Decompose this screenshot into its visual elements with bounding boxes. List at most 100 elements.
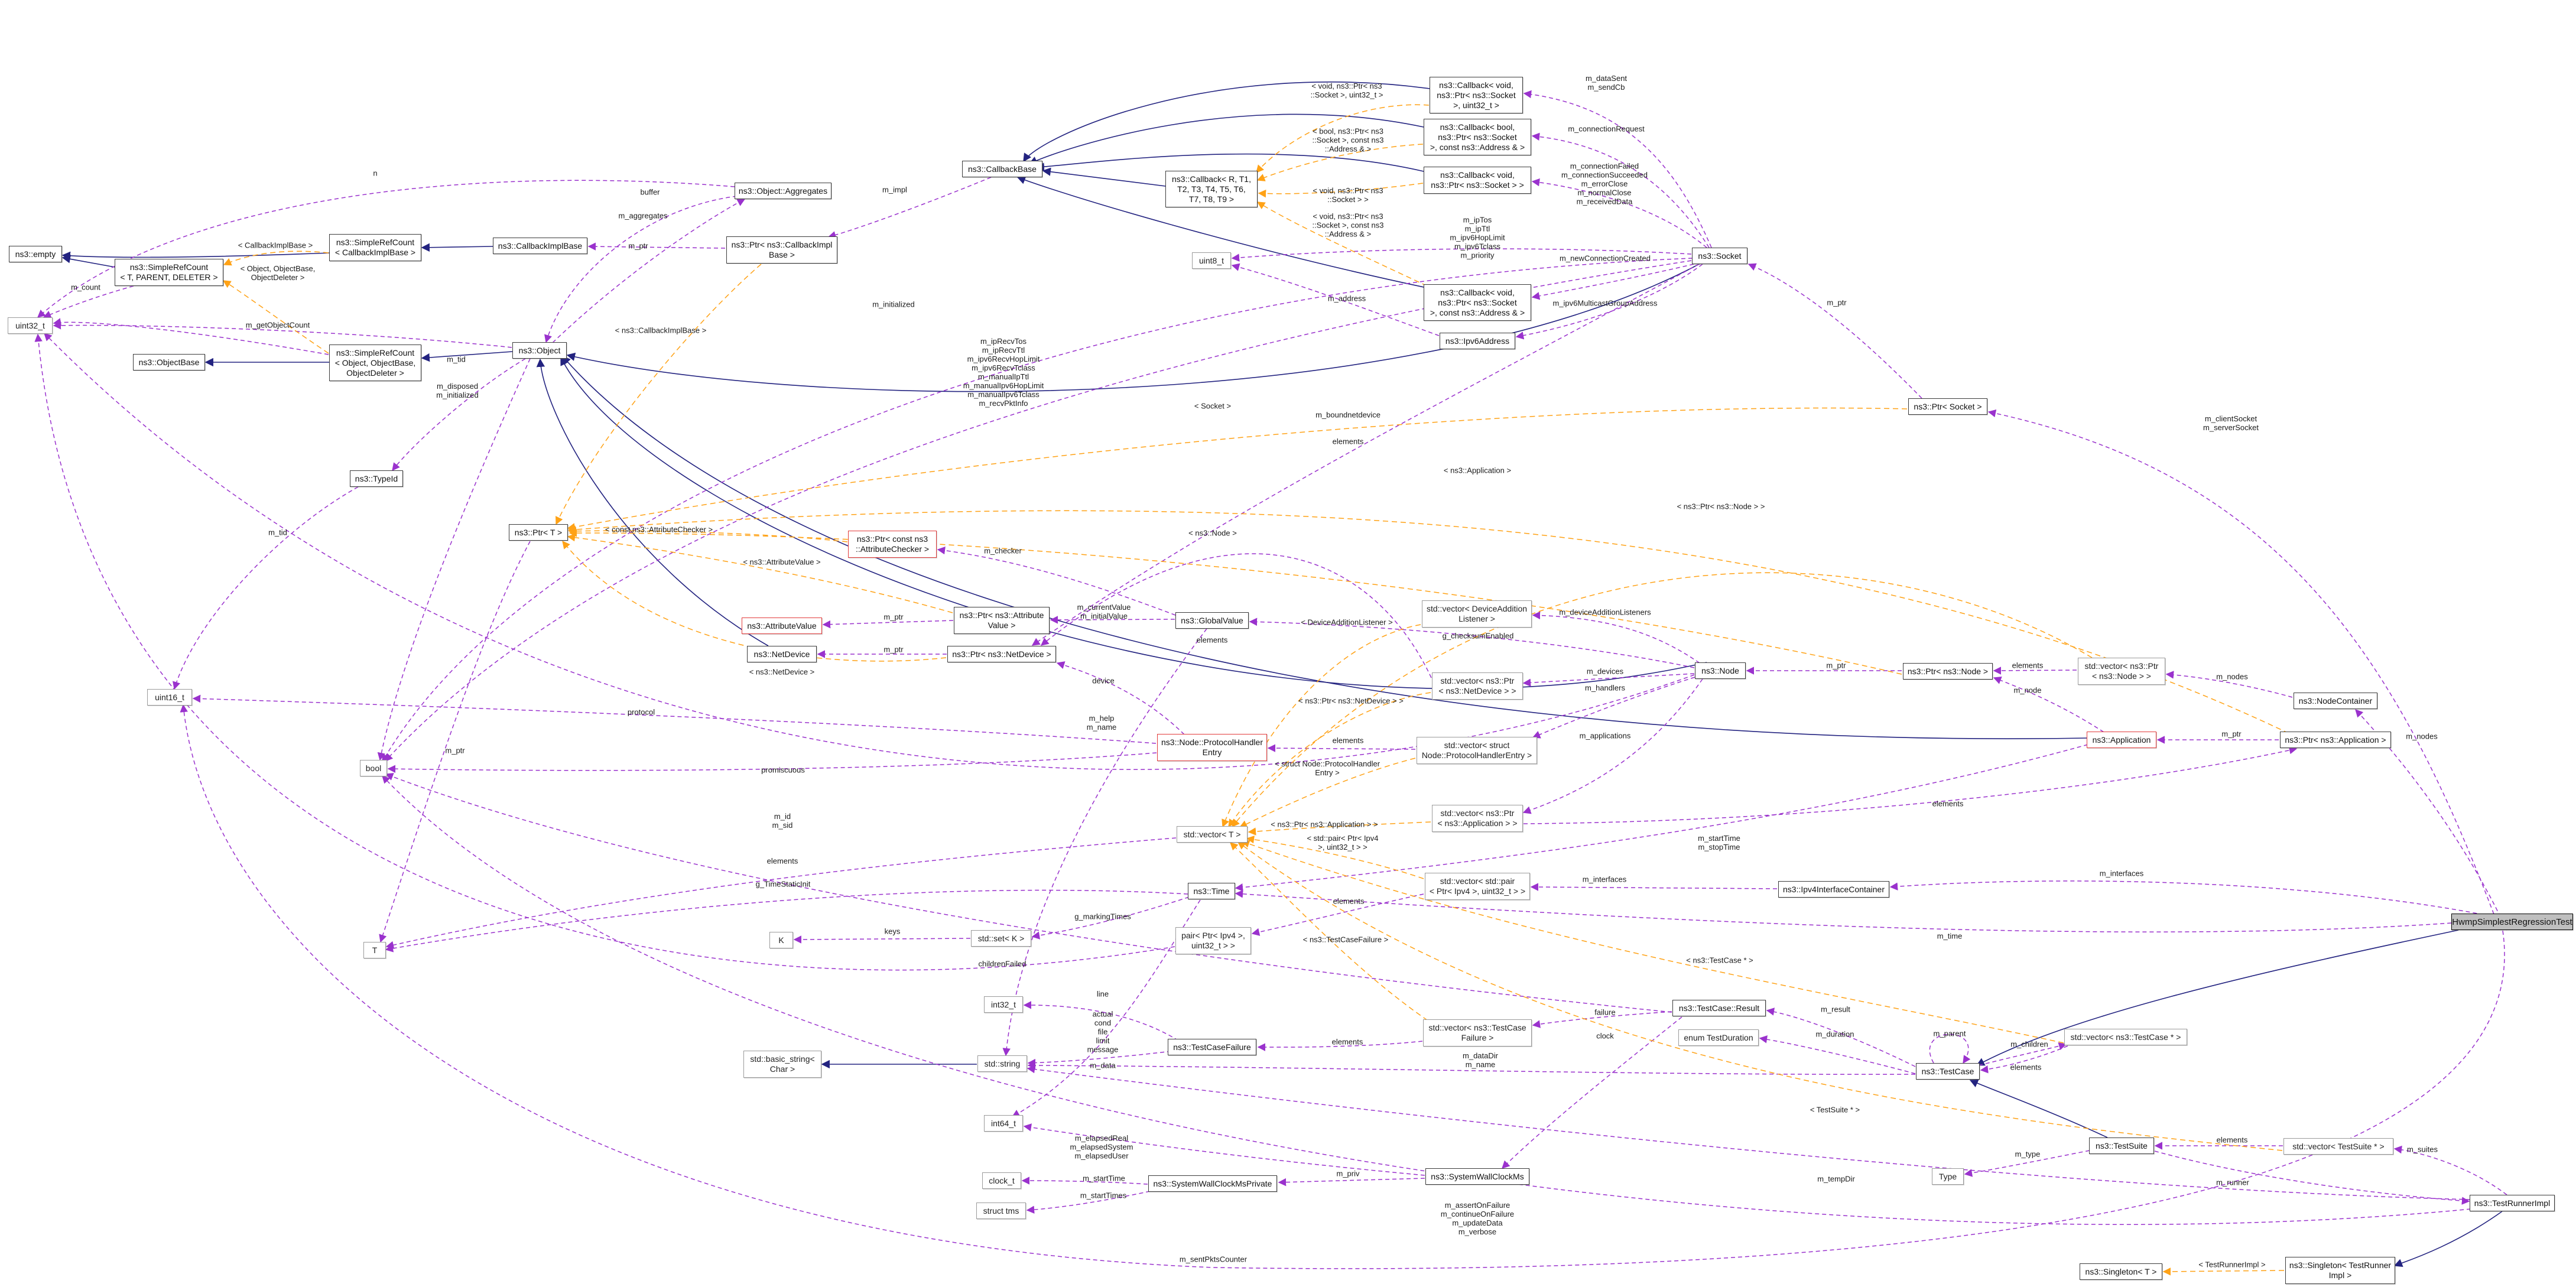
edge-usage-42 [1502,1016,1682,1169]
edge-usage-40 [1026,1191,1151,1214]
node-ptr-socket[interactable]: ns3::Ptr< Socket > [1908,398,1987,415]
node-objectbase[interactable]: ns3::ObjectBase [133,354,205,370]
node-int32-t[interactable]: int32_t [984,996,1023,1013]
node-uint8-t[interactable]: uint8_t [1192,252,1231,269]
node-netdevice[interactable]: ns3::NetDevice [747,646,817,662]
edge-usage-22 [43,285,134,318]
edge-usage-81 [1523,746,2298,824]
node-ipv6address[interactable]: ns3::Ipv6Address [1440,333,1515,349]
node-vec-ptr-nd[interactable]: std::vector< ns3::Ptr < ns3::NetDevice >… [1432,672,1523,700]
node-empty[interactable]: ns3::empty [9,246,62,262]
edge-template-117 [1246,836,1424,879]
edge-usage-87 [1531,264,1694,300]
edge-usage-83 [1747,263,1922,399]
node-uint16-t[interactable]: uint16_t [147,689,192,706]
node-result[interactable]: ns3::TestCase::Result [1672,1000,1766,1016]
edge-usage-48 [1978,1042,2067,1066]
node-uint32-t[interactable]: uint32_t [8,317,53,334]
node-pair-ipv4[interactable]: pair< Ptr< Ipv4 >, uint32_t > > [1175,927,1251,954]
edge-template-111 [567,510,2289,734]
edge-inheritance-17 [2393,1211,2503,1268]
node-attributevalue[interactable]: ns3::AttributeValue [742,618,822,634]
edge-template-104 [1256,202,1428,287]
node-vec-ptr-node[interactable]: std::vector< ns3::Ptr < ns3::Node > > [2078,658,2165,685]
node-swcm[interactable]: ns3::SystemWallClockMs [1425,1168,1529,1185]
node-application[interactable]: ns3::Application [2087,732,2156,748]
node-testcase[interactable]: ns3::TestCase [1916,1063,1980,1080]
edge-template-102 [1256,144,1424,181]
edge-usage-20 [552,199,746,343]
edge-usage-31 [385,773,1672,1013]
node-cb-void[interactable]: ns3::Callback< void, ns3::Ptr< ns3::Sock… [1424,167,1531,194]
node-hwmp[interactable]: HwmpSimplestRegressionTest [2451,914,2573,930]
node-testrunnerimpl[interactable]: ns3::TestRunnerImpl [2470,1195,2555,1211]
edge-usage-93 [1889,880,2484,915]
edge-usage-76 [1993,667,2077,675]
node-cb-r[interactable]: ns3::Callback< R, T1, T2, T3, T4, T5, T6… [1165,171,1258,207]
node-vec-ts[interactable]: std::vector< TestSuite * > [2283,1138,2393,1155]
node-cb-addr[interactable]: ns3::Callback< void, ns3::Ptr< ns3::Sock… [1424,284,1531,321]
node-vec-ptr-app[interactable]: std::vector< ns3::Ptr < ns3::Application… [1432,805,1523,832]
node-vec-phe[interactable]: std::vector< struct Node::ProtocolHandle… [1417,737,1537,764]
node-ptr-attrvalue[interactable]: ns3::Ptr< ns3::Attribute Value > [954,607,1050,634]
node-object[interactable]: ns3::Object [512,342,567,359]
node-basic-string[interactable]: std::basic_string< Char > [743,1051,821,1078]
node-cib[interactable]: ns3::CallbackImplBase [493,238,587,254]
edge-usage-94 [1251,893,1424,936]
edge-usage-33 [1023,1001,1179,1041]
node-t[interactable]: T [363,942,386,958]
node-ptr-netdevice[interactable]: ns3::Ptr< ns3::NetDevice > [947,646,1056,662]
node-callbackbase[interactable]: ns3::CallbackBase [962,161,1042,177]
node-ptr-cib[interactable]: ns3::Ptr< ns3::CallbackImpl Base > [726,236,837,264]
node-ptr-checker[interactable]: ns3::Ptr< const ns3 ::AttributeChecker > [848,531,937,558]
node-nodecontainer[interactable]: ns3::NodeContainer [2294,693,2377,709]
node-typeid[interactable]: ns3::TypeId [350,470,403,487]
edge-usage-97 [180,704,2505,1269]
node-set-k[interactable]: std::set< K > [971,930,1031,947]
edge-usage-21 [827,177,992,239]
node-phe[interactable]: ns3::Node::ProtocolHandler Entry [1157,734,1267,761]
node-vec-pair[interactable]: std::vector< std::pair < Ptr< Ipv4 >, ui… [1425,873,1530,900]
node-k[interactable]: K [769,932,793,948]
node-string[interactable]: std::string [977,1055,1027,1072]
node-duration[interactable]: enum TestDuration [1678,1029,1759,1046]
edge-usage-59 [385,837,1177,949]
node-vec-tc[interactable]: std::vector< ns3::TestCase * > [2064,1029,2187,1045]
node-vec-tcf[interactable]: std::vector< ns3::TestCase Failure > [1423,1019,1532,1046]
node-int64-t[interactable]: int64_t [984,1115,1023,1132]
edge-usage-88 [1515,264,1703,340]
node-src-cib[interactable]: ns3::SimpleRefCount < CallbackImplBase > [329,234,421,261]
node-testcasefailure[interactable]: ns3::TestCaseFailure [1168,1039,1256,1055]
node-struct-tms[interactable]: struct tms [976,1202,1026,1219]
edge-inheritance-5 [1042,167,1166,187]
node-ptr-t[interactable]: ns3::Ptr< T > [509,524,568,541]
node-ptr-app[interactable]: ns3::Ptr< ns3::Application > [2280,732,2391,748]
node-ptr-node[interactable]: ns3::Ptr< ns3::Node > [1903,663,1993,680]
node-ipv4ic[interactable]: ns3::Ipv4InterfaceContainer [1778,881,1889,898]
node-cb-sent[interactable]: ns3::Callback< void, ns3::Ptr< ns3::Sock… [1430,77,1523,113]
node-globalvalue[interactable]: ns3::GlobalValue [1175,612,1249,629]
node-aggregates[interactable]: ns3::Object::Aggregates [735,183,831,199]
node-bool[interactable]: bool [360,760,387,776]
node-src-tpd[interactable]: ns3::SimpleRefCount < T, PARENT, DELETER… [115,259,223,286]
node-swcmp[interactable]: ns3::SystemWallClockMsPrivate [1148,1175,1277,1192]
edge-template-116 [1248,821,1431,836]
node-vec-dal[interactable]: std::vector< DeviceAddition Listener > [1422,600,1532,628]
node-src-obj[interactable]: ns3::SimpleRefCount < Object, ObjectBase… [329,344,421,381]
node-type[interactable]: Type [1932,1168,1964,1185]
node-clock-t[interactable]: clock_t [982,1172,1021,1189]
edge-usage-70 [1532,677,1695,739]
node-socket[interactable]: ns3::Socket [1692,248,1747,264]
edge-usage-77 [2165,671,2293,698]
node-testsuite[interactable]: ns3::TestSuite [2089,1138,2154,1154]
node-vec-t[interactable]: std::vector< T > [1177,826,1248,843]
node-cb-request[interactable]: ns3::Callback< bool, ns3::Ptr< ns3::Sock… [1424,119,1531,155]
node-singleton-t[interactable]: ns3::Singleton< T > [2080,1263,2162,1280]
node-singleton-tr[interactable]: ns3::Singleton< TestRunner Impl > [2285,1257,2395,1284]
node-node[interactable]: ns3::Node [1695,662,1746,679]
edge-inheritance-11 [536,358,769,646]
node-time[interactable]: ns3::Time [1188,883,1235,899]
edge-usage-57 [793,935,971,944]
